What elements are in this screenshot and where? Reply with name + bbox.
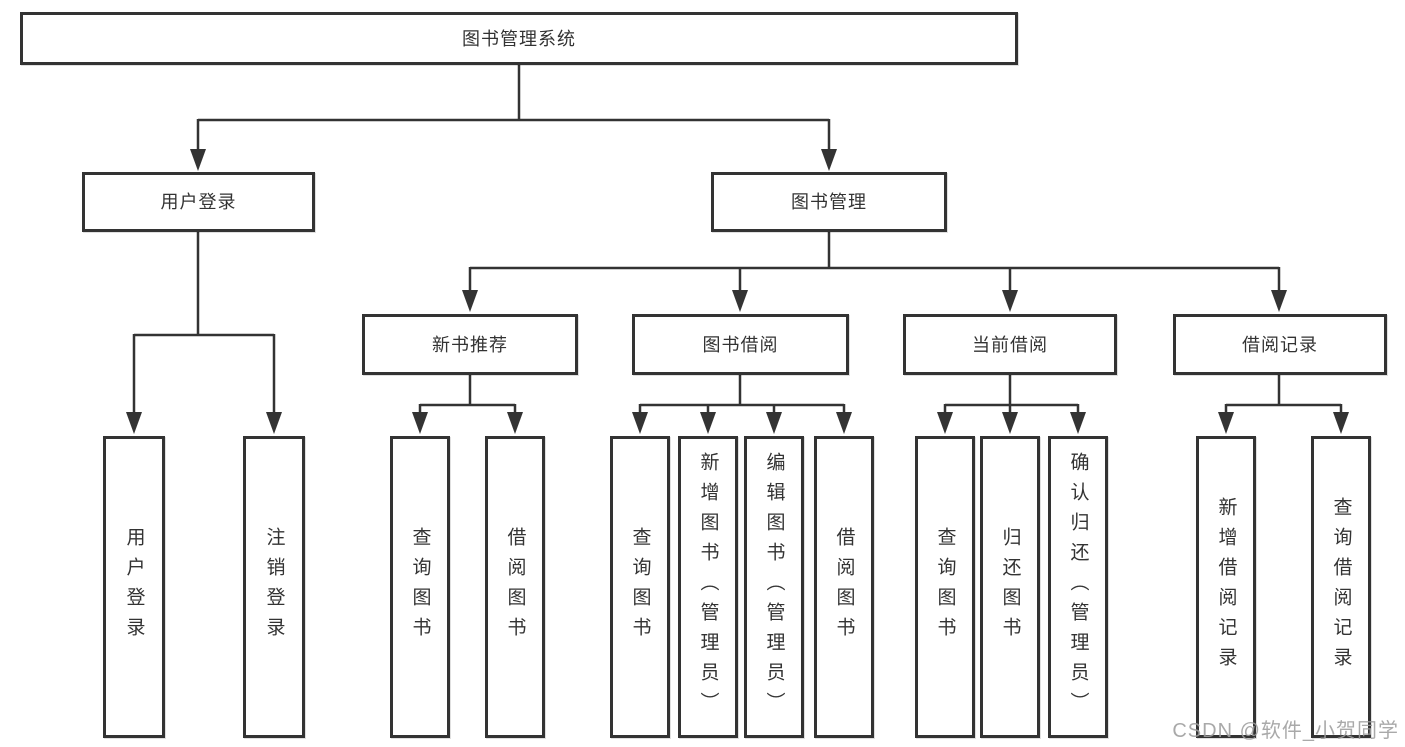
node-current-borrowing: 当前借阅 [903, 314, 1117, 375]
node-label: 用户登录 [123, 527, 145, 647]
node-label: 图书管理 [791, 192, 867, 212]
node-borrowing-records: 借阅记录 [1173, 314, 1387, 375]
node-label: 借阅记录 [1242, 334, 1318, 355]
leaf-add-books-admin: 新增图书（管理员） [678, 436, 738, 738]
node-root-library-management-system: 图书管理系统 [20, 12, 1018, 65]
leaf-query-books-borrowing: 查询图书 [610, 436, 670, 738]
leaf-confirm-return-admin: 确认归还（管理员） [1048, 436, 1108, 738]
leaf-query-books-newbook: 查询图书 [390, 436, 450, 738]
node-label: 新增图书（管理员） [697, 452, 719, 722]
node-book-borrowing: 图书借阅 [632, 314, 849, 375]
leaf-return-books: 归还图书 [980, 436, 1040, 738]
node-book-management: 图书管理 [711, 172, 947, 232]
node-label: 图书借阅 [702, 334, 779, 355]
node-label: 查询图书 [934, 527, 956, 647]
node-label: 借阅图书 [504, 527, 526, 647]
node-label: 查询借阅记录 [1330, 497, 1352, 677]
node-label: 查询图书 [629, 527, 651, 647]
leaf-edit-books-admin: 编辑图书（管理员） [744, 436, 804, 738]
node-label: 当前借阅 [972, 334, 1048, 355]
node-label: 确认归还（管理员） [1067, 452, 1089, 722]
node-label: 归还图书 [999, 527, 1021, 647]
node-label: 查询图书 [409, 527, 431, 647]
leaf-borrow-books-newbook: 借阅图书 [485, 436, 545, 738]
leaf-borrow-books-borrowing: 借阅图书 [814, 436, 874, 738]
node-label: 编辑图书（管理员） [763, 452, 785, 722]
leaf-user-login: 用户登录 [103, 436, 165, 738]
node-label: 新增借阅记录 [1215, 497, 1237, 677]
leaf-query-books-current: 查询图书 [915, 436, 975, 738]
node-user-login: 用户登录 [82, 172, 315, 232]
node-new-book-recommend: 新书推荐 [362, 314, 578, 375]
csdn-watermark: CSDN @软件_小贺同学 [1172, 720, 1399, 742]
node-label: 新书推荐 [432, 334, 508, 355]
leaf-query-borrow-record: 查询借阅记录 [1311, 436, 1371, 738]
node-label: 用户登录 [160, 192, 237, 212]
arrowheads [126, 149, 1349, 434]
node-label: 借阅图书 [833, 527, 855, 647]
leaf-logout: 注销登录 [243, 436, 305, 738]
node-label: 图书管理系统 [462, 28, 576, 49]
node-label: 注销登录 [263, 527, 285, 647]
leaf-add-borrow-record: 新增借阅记录 [1196, 436, 1256, 738]
